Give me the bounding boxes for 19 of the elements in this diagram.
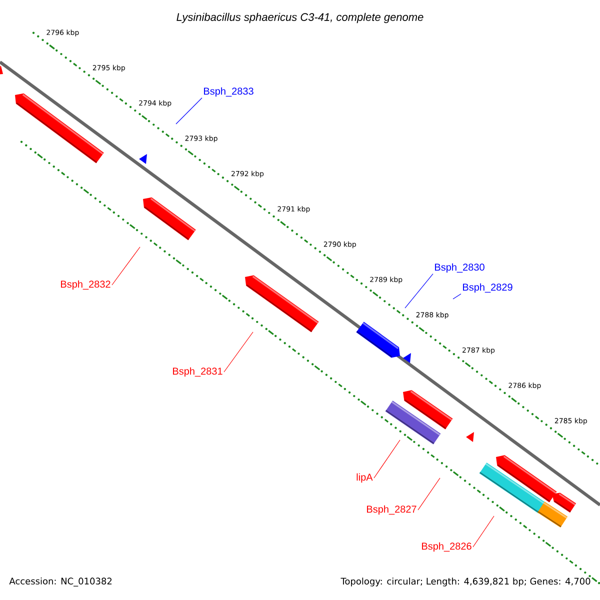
footer-text: Accession: NC_010382 (9, 578, 112, 586)
gene-label: Bsph_2833 (204, 87, 254, 97)
leader-line (418, 478, 440, 510)
leader-line (176, 98, 202, 124)
leader-line (224, 332, 254, 372)
leader-line (112, 246, 140, 286)
leader-line (472, 516, 494, 548)
gene-label: Bsph_2826 (422, 542, 472, 552)
title: Lysinibacillus sphaericus C3-41, complete genome (176, 12, 424, 24)
gene-label: Bsph_2827 (367, 505, 416, 515)
footer-text: Topology: circular; Length: 4,639,821 bp; Genes: 4,700 (340, 578, 590, 586)
gene-label: lipA (356, 473, 373, 483)
gene-label: Bsph_2832 (61, 280, 110, 290)
gene-label: Bsph_2831 (173, 367, 222, 377)
leader-line (374, 440, 400, 478)
leader-line (452, 294, 462, 300)
gene-label: Bsph_2829 (463, 283, 512, 293)
leader-line (404, 274, 434, 308)
gene-label: Bsph_2830 (435, 263, 484, 273)
